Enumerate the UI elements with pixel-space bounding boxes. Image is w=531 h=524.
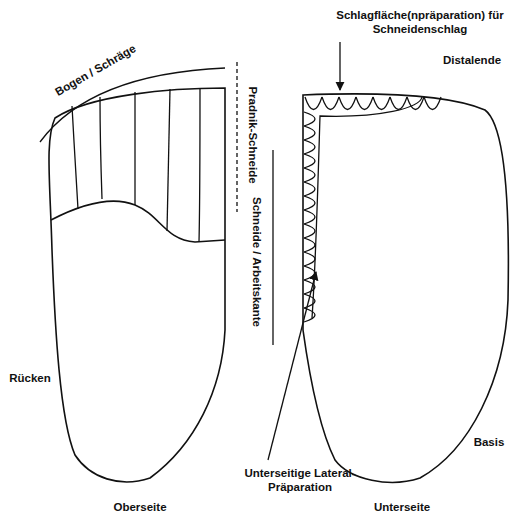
part-label: Distalende	[443, 53, 501, 67]
lower-face-outline	[303, 94, 508, 482]
upper-face-outline	[49, 88, 225, 482]
part-label: Unterseitige Lateral-Präparation	[230, 466, 370, 494]
part-label: Rücken	[9, 371, 51, 385]
part-label: Oberseite	[113, 500, 166, 514]
leader-arrow	[339, 42, 340, 90]
part-label: Schlagfläche(npräparation) für Schneiden…	[323, 8, 518, 36]
part-label: Unterseite	[374, 500, 430, 514]
part-label: Basis	[474, 435, 505, 449]
working-edge-line	[272, 150, 273, 345]
part-label: Schneide / Arbeitskante	[250, 197, 264, 327]
leader-arrow	[268, 272, 316, 460]
pradnik-edge-line	[236, 62, 237, 212]
preparation-scars	[304, 97, 441, 322]
part-label: Bogen / Schräge	[52, 41, 138, 98]
retouch-scars	[72, 88, 200, 242]
part-label: Pradnik-Schneide	[246, 86, 260, 183]
